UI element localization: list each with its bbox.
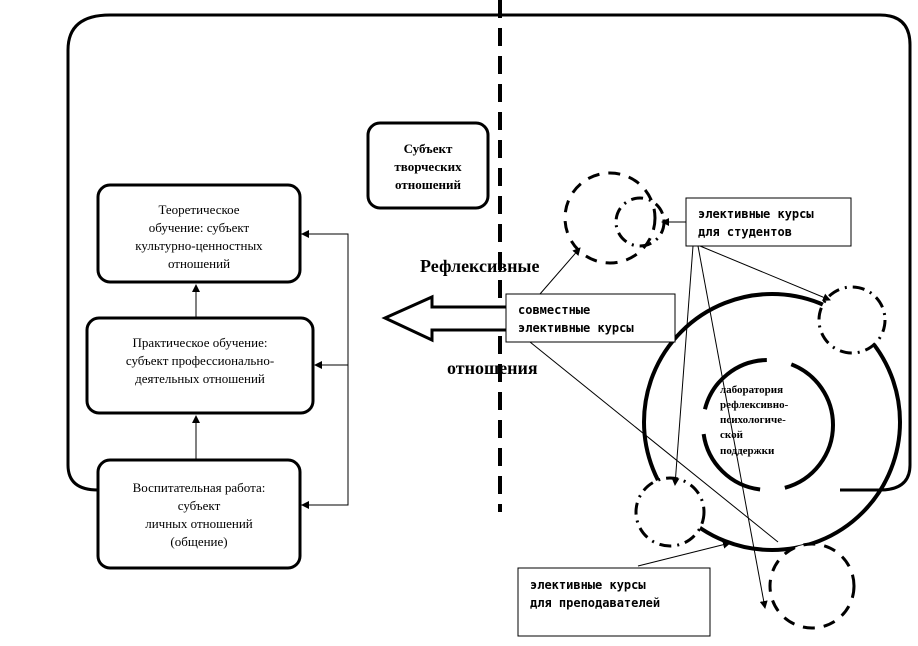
label-reflexive: Рефлексивные — [420, 256, 539, 276]
text-line: субъект — [178, 498, 221, 513]
circle-right — [817, 285, 887, 355]
circle-bottom-right — [768, 542, 856, 630]
outer-container — [66, 13, 912, 492]
text-line: элективные курсы — [518, 321, 634, 335]
text-line: совместные — [518, 303, 590, 317]
line-joint-main — [529, 341, 779, 543]
text-line: Практическое обучение: — [133, 335, 268, 350]
svg-text:Практическое обучение:субъект: Практическое обучение: субъект профессион… — [126, 335, 274, 386]
box-upbringing — [96, 458, 302, 570]
text-line: субъект профессионально- — [126, 353, 274, 368]
arrow-students-bottom-right — [697, 245, 768, 609]
arrow-teachers-main — [637, 540, 731, 567]
circle-students-outer — [563, 171, 657, 265]
circle-lab — [701, 358, 835, 492]
text-line: деятельных отношений — [135, 371, 265, 386]
circle-students-inner — [614, 196, 666, 248]
box-teachers — [517, 567, 711, 637]
outer-container-bottom-left — [66, 464, 99, 492]
label-relations: отношения — [447, 358, 538, 378]
text-line: элективные курсы — [698, 207, 814, 221]
text-line: (общение) — [170, 534, 227, 549]
text-line: обучение: субъект — [149, 220, 250, 235]
text-line: творческих — [394, 159, 462, 174]
text-line: Воспитательная работа: — [133, 480, 266, 495]
text-line: для студентов — [698, 225, 792, 239]
arrow-students-right — [699, 245, 831, 302]
text-line: рефлексивно- — [720, 399, 789, 411]
arrow-students-bottom-left — [671, 245, 694, 486]
reflexive-arrow — [381, 294, 512, 343]
text-line: культурно-ценностных — [135, 238, 263, 253]
box-creative — [366, 121, 490, 210]
text-line: отношений — [395, 177, 461, 192]
text-line: для преподавателей — [530, 596, 660, 610]
circle-bottom-left — [634, 476, 706, 548]
text-line: поддержки — [720, 445, 775, 457]
text-line: Теоретическое — [158, 202, 239, 217]
box-joint — [505, 293, 676, 343]
text-line: отношений — [168, 256, 230, 271]
text-line: Субъект — [404, 141, 453, 156]
box-students — [685, 197, 852, 247]
text-line: лаборатория — [720, 384, 783, 396]
text-line: психологиче- — [720, 414, 786, 426]
box-practice — [85, 316, 315, 415]
arrow-joint-students — [539, 247, 581, 295]
text-line: элективные курсы — [530, 578, 646, 592]
text-line: личных отношений — [145, 516, 253, 531]
text-line: ской — [720, 429, 744, 441]
circle-main — [642, 292, 902, 552]
